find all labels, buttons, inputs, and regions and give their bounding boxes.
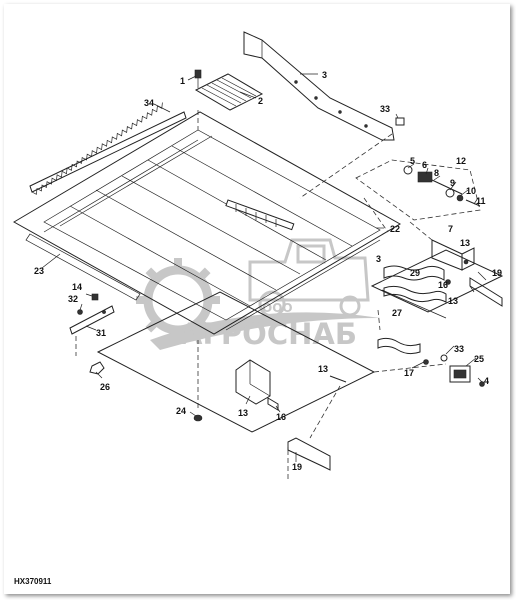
nut-33-top: [395, 117, 405, 126]
gear-logo-icon: [136, 258, 220, 342]
nut-24: [193, 414, 203, 422]
bolt-14: [91, 293, 99, 301]
callout-13-link: 13: [448, 296, 458, 306]
callout-16-lower: 16: [276, 412, 286, 422]
rail-19-bottom: [287, 437, 331, 482]
rail-19-right: [469, 277, 503, 307]
drawing-code: HX370911: [14, 577, 52, 586]
serrated-strip: [29, 102, 187, 195]
floor-panel: [12, 111, 402, 335]
watermark-swoosh: [150, 312, 380, 350]
callout-2: 2: [258, 96, 263, 106]
shaft-assembly: [355, 159, 481, 221]
leader-lines: [41, 73, 487, 462]
right-rod: [381, 289, 447, 319]
callout-26: 26: [100, 382, 110, 392]
callout-13-lower: 13: [238, 408, 248, 418]
callout-12: 12: [456, 156, 466, 166]
cover-plate: [243, 31, 395, 141]
guide-lines: [75, 110, 447, 439]
bolt-1: [194, 69, 202, 88]
callout-22: 22: [390, 224, 400, 234]
callout-33-latch: 33: [454, 344, 464, 354]
callout-4: 4: [484, 376, 489, 386]
callout-33-top: 33: [380, 104, 390, 114]
callout-3: 3: [322, 70, 327, 80]
callout-7: 7: [448, 224, 453, 234]
link-plates: [383, 265, 451, 303]
hinge-strip: [225, 199, 295, 231]
rail-31: [69, 305, 115, 335]
callout-23: 23: [34, 266, 44, 276]
callout-27: 27: [392, 308, 402, 318]
callout-19-right: 19: [492, 268, 502, 278]
callout-6: 6: [422, 160, 427, 170]
callout-10: 10: [466, 186, 476, 196]
bolt-32: [77, 309, 83, 315]
callout-34: 34: [144, 98, 154, 108]
callout-8: 8: [434, 168, 439, 178]
callout-3-right: 3: [376, 254, 381, 264]
callout-19-bottom: 19: [292, 462, 302, 472]
lower-panel: [96, 291, 376, 433]
callout-1: 1: [180, 76, 185, 86]
callout-11: 11: [476, 196, 486, 206]
callout-24: 24: [176, 406, 186, 416]
callout-9: 9: [450, 178, 455, 188]
lower-link: [377, 337, 421, 355]
right-plate-outline: [370, 249, 504, 313]
bracket-right: [431, 239, 475, 271]
callout-29: 29: [410, 268, 420, 278]
watermark-brand-text: АГРОСНАБ: [180, 317, 357, 351]
clip-26: [89, 361, 105, 375]
watermark: ООО АГРОСНАБ: [136, 238, 380, 351]
callout-25: 25: [474, 354, 484, 364]
callout-32: 32: [68, 294, 78, 304]
callout-31: 31: [96, 328, 106, 338]
callout-17: 17: [404, 368, 414, 378]
pin-13-lower: [329, 375, 347, 383]
callout-16-right: 16: [438, 280, 448, 290]
callout-13-pin: 13: [318, 364, 328, 374]
callouts: 1 2 3 4 5 6 7 8 9 10 11 12 13 13 13 13 1…: [34, 70, 502, 472]
callout-13-bracket: 13: [460, 238, 470, 248]
grate: [194, 73, 264, 111]
latch-assembly: [423, 354, 485, 387]
callout-5: 5: [410, 156, 415, 166]
callout-14: 14: [72, 282, 82, 292]
